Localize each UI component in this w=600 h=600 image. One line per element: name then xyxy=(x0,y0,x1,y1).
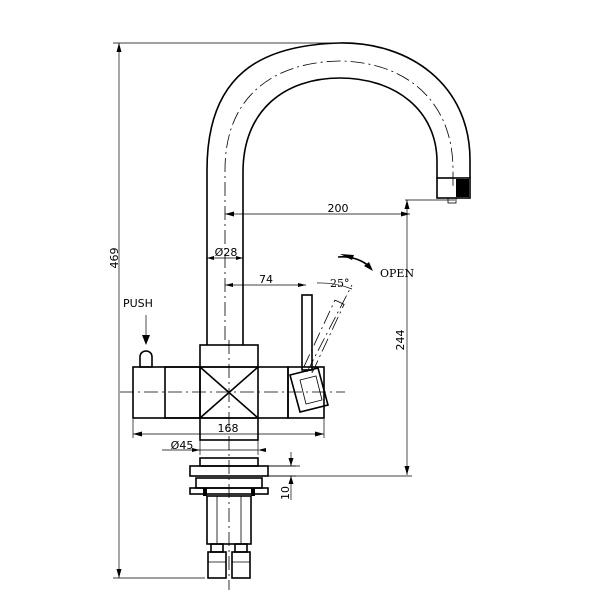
lever-handle-open-position xyxy=(302,282,353,373)
base-diameter-dimension xyxy=(162,440,266,455)
handle-offset-label: 74 xyxy=(259,273,273,286)
push-label: PUSH xyxy=(123,297,153,310)
spout-diameter-label: Ø28 xyxy=(215,246,238,259)
base-diameter-label: Ø45 xyxy=(171,439,194,452)
spout-height-label: 244 xyxy=(394,330,407,351)
spout-diameter-dimension xyxy=(207,256,243,260)
angle-label: 25° xyxy=(330,277,350,290)
body-width-label: 168 xyxy=(218,422,239,435)
handle-offset-dimension xyxy=(225,283,306,287)
deck-thickness-label: 10 xyxy=(279,486,292,500)
spout-height-dimension xyxy=(265,200,412,477)
reach-dimension xyxy=(225,199,455,217)
spout xyxy=(206,42,471,345)
deck-thickness-dimension xyxy=(262,452,296,500)
reach-label: 200 xyxy=(328,202,349,215)
push-arrow xyxy=(142,315,150,345)
open-label: OPEN xyxy=(380,267,414,280)
overall-height-label: 469 xyxy=(108,248,121,269)
body-width-dimension xyxy=(132,419,325,438)
open-direction-arrow xyxy=(337,254,373,271)
lever-handle xyxy=(301,294,313,371)
overall-height-dimension xyxy=(113,42,345,579)
push-button xyxy=(139,350,153,368)
